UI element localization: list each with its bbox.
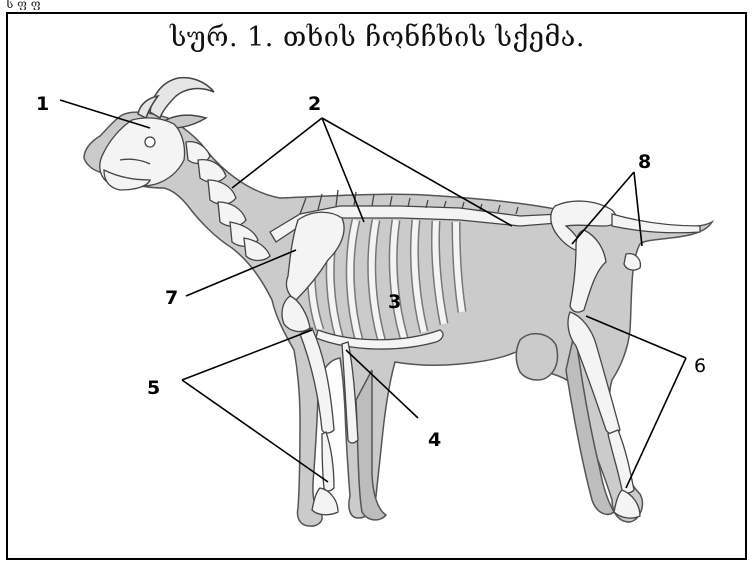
patella-joint [624, 254, 640, 270]
label-2: 2 [308, 93, 321, 115]
label-4: 4 [428, 429, 441, 451]
label-1: 1 [36, 93, 49, 115]
label-8: 8 [638, 151, 651, 173]
metacarpal [322, 432, 334, 491]
label-7: 7 [165, 287, 178, 309]
label-5: 5 [147, 377, 160, 399]
label-3: 3 [388, 291, 401, 313]
label-6: 6 [694, 355, 706, 377]
fore-hoof-bones [312, 488, 338, 515]
